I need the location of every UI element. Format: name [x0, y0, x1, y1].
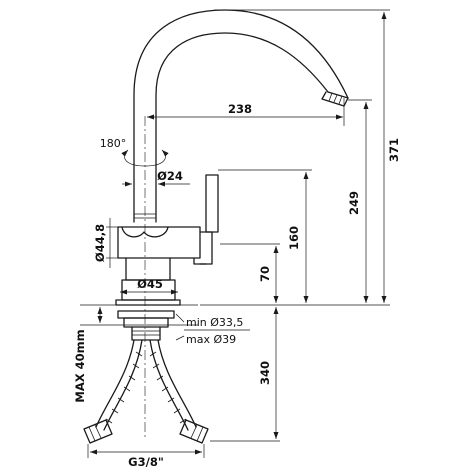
hose-right-fitting-flats	[190, 424, 204, 442]
hose-left-fitting	[83, 419, 113, 444]
label-total-height: 371	[387, 138, 401, 162]
label-spout-diameter: Ø24	[157, 169, 183, 183]
body-cylinder	[117, 226, 201, 259]
label-body-height: 160	[287, 226, 301, 250]
mounting-nut	[123, 317, 169, 328]
deck-plate	[115, 299, 181, 306]
label-body-diameter: Ø44,8	[93, 224, 107, 262]
body-lower-step	[193, 257, 207, 265]
leader-hole-min	[175, 313, 185, 323]
thread-lines	[132, 330, 160, 336]
hose-left-fitting-flats	[88, 424, 102, 442]
lever-handle	[205, 174, 219, 233]
label-base-height: 70	[258, 266, 272, 282]
spout-outer-line	[133, 9, 349, 223]
extension-lines	[87, 9, 390, 458]
label-base-diameter: Ø45	[137, 277, 163, 291]
aerator	[321, 91, 349, 107]
label-spout-height: 249	[347, 191, 361, 215]
mounting-washer	[117, 310, 175, 319]
hose-right-fitting	[179, 419, 209, 444]
label-hole-max: max Ø39	[186, 333, 236, 346]
label-below-deck: 340	[258, 361, 272, 385]
spout-mouth-top	[327, 91, 349, 99]
spout	[133, 9, 349, 223]
aerator-ribs	[328, 92, 343, 105]
label-deck-thickness: MAX 40mm	[73, 329, 87, 402]
threaded-rod	[131, 326, 161, 341]
hose-left-inner	[103, 339, 143, 431]
label-reach: 238	[228, 102, 252, 116]
rotation-symbol	[121, 149, 169, 167]
deck-mounting	[80, 304, 198, 341]
faucet-body	[115, 174, 219, 306]
hose-left-outer	[95, 339, 135, 428]
label-connection: G3/8"	[128, 455, 164, 469]
hose-left-braid	[105, 351, 143, 424]
lever-base	[199, 231, 213, 265]
flex-hoses	[83, 339, 209, 444]
leader-hole-max	[175, 335, 185, 341]
label-rotation: 180°	[100, 137, 127, 150]
spout-inner-line	[155, 32, 329, 223]
hose-right-inner	[149, 339, 189, 431]
hose-right-outer	[157, 339, 197, 428]
hose-right-braid	[149, 351, 187, 424]
dimension-labels: 238 371 249 160 70 340 180° Ø24 Ø44,8 Ø4…	[73, 102, 401, 469]
label-hole-min: min Ø33,5	[186, 316, 243, 329]
rotation-arrow-icon	[121, 149, 169, 167]
body-top-contour	[121, 226, 169, 238]
dimension-lines	[90, 12, 387, 455]
